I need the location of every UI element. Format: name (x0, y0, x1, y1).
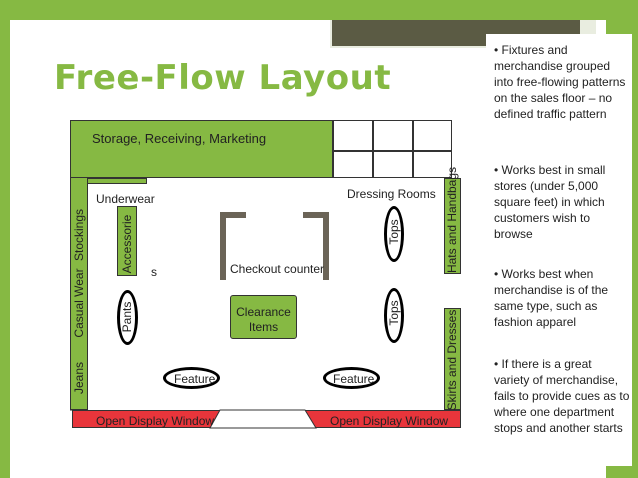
storage-room (413, 151, 452, 178)
storage-room (373, 120, 413, 151)
storage-room (413, 120, 452, 151)
tops-rack-2 (384, 288, 404, 343)
feature-rack-2 (323, 367, 380, 389)
storage-label: Storage, Receiving, Marketing (92, 131, 267, 146)
hats-label: Hats and Handbags (445, 166, 459, 274)
accessories-shelf (117, 206, 137, 276)
window-label-left: Open Display Window (96, 414, 215, 428)
storage-room (333, 120, 373, 151)
tops-label-1: Tops (387, 219, 401, 245)
bullet-item: • If there is a great variety of merchan… (494, 357, 630, 435)
pants-label: Pants (120, 301, 134, 333)
underwear-shelf (88, 178, 147, 184)
bullet-item: • Works best when merchandise is of the … (494, 267, 609, 329)
storage-room (373, 151, 413, 178)
feature-label-2: Feature (333, 372, 375, 386)
window-label-right: Open Display Window (330, 414, 449, 428)
casual-wear-label: Casual Wear (72, 268, 86, 338)
storage-room (333, 151, 373, 178)
skirts-label: Skirts and Dresses (445, 309, 459, 411)
slide-title: Free-Flow Layout (54, 58, 392, 98)
storage-area (70, 120, 333, 178)
tops-rack-1 (384, 206, 404, 262)
clearance-label: Clearance Items (236, 305, 291, 334)
underwear-label: Underwear (96, 192, 155, 206)
jeans-label: Jeans (72, 361, 86, 395)
pants-rack (117, 290, 138, 345)
left-wall-fixture (70, 178, 88, 410)
hats-rack (444, 178, 461, 274)
bullet-item: • Fixtures and merchandise grouped into … (494, 43, 626, 121)
checkout-counter (220, 212, 329, 280)
clearance-table (230, 295, 297, 339)
accessories-tail-label: s (151, 265, 157, 279)
skirts-rack (444, 308, 461, 410)
accessories-label: Accessorie (120, 214, 134, 274)
tops-label-2: Tops (387, 300, 401, 326)
bullet-panel: • Fixtures and merchandise grouped into … (486, 34, 632, 466)
feature-label-1: Feature (174, 372, 216, 386)
stockings-label: Stockings (72, 208, 86, 262)
entrance-shape (70, 409, 317, 429)
checkout-label: Checkout counter (230, 262, 325, 276)
bullet-item: • Works best in small stores (under 5,00… (494, 163, 606, 241)
feature-rack-1 (163, 367, 220, 389)
dressing-rooms-label: Dressing Rooms (347, 187, 436, 201)
floor-plan: Storage, Receiving, Marketing Open Displ… (70, 120, 467, 438)
